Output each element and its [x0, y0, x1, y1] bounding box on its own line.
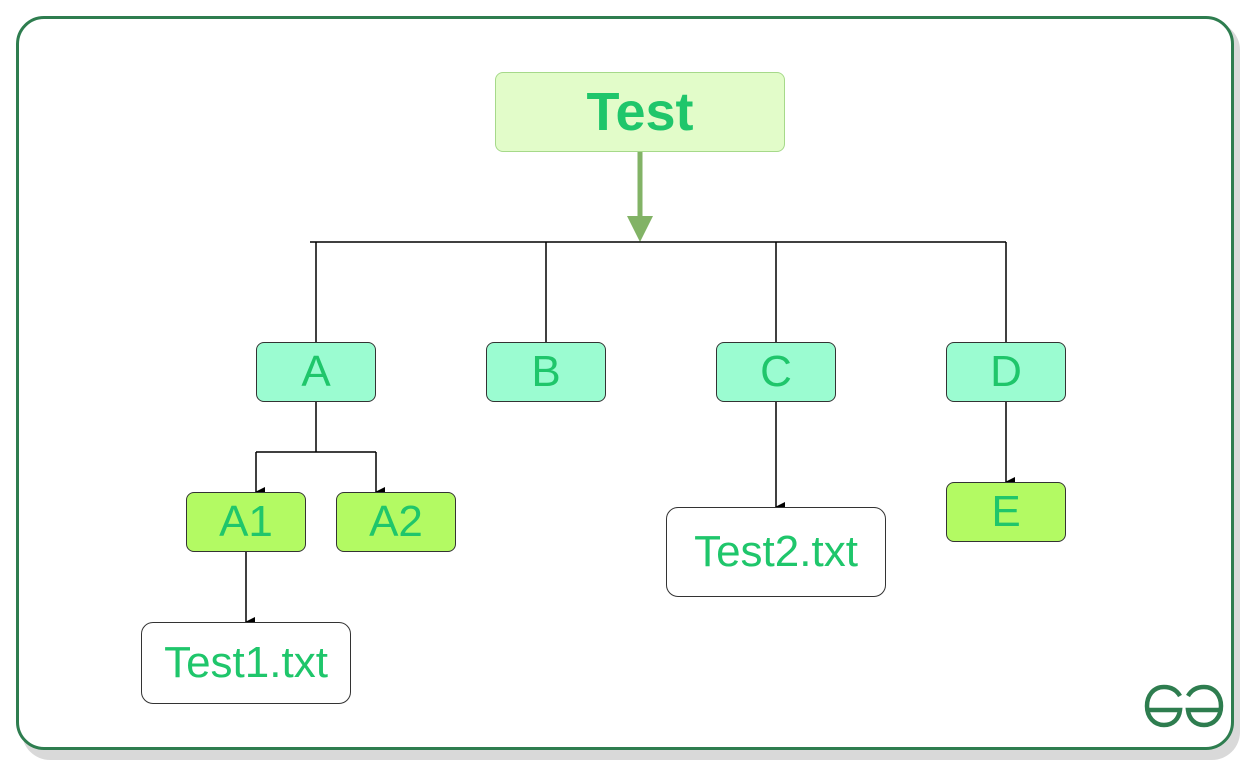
file-test2: Test2.txt [666, 507, 886, 597]
file-test1: Test1.txt [141, 622, 351, 704]
node-e: E [946, 482, 1066, 542]
gfg-logo-icon [1144, 684, 1224, 728]
root-arrow-head [627, 216, 653, 242]
node-d-label: D [990, 347, 1022, 396]
node-c-label: C [760, 347, 792, 396]
node-c: C [716, 342, 836, 402]
node-a2: A2 [336, 492, 456, 552]
node-d: D [946, 342, 1066, 402]
node-b-label: B [531, 347, 561, 396]
node-e-label: E [991, 487, 1021, 536]
node-a: A [256, 342, 376, 402]
root-node-label: Test [586, 82, 694, 142]
node-a-label: A [301, 347, 331, 396]
file-test2-label: Test2.txt [694, 527, 858, 576]
node-a1-label: A1 [219, 497, 273, 546]
node-a1: A1 [186, 492, 306, 552]
node-a2-label: A2 [369, 497, 423, 546]
root-node: Test [495, 72, 785, 152]
node-b: B [486, 342, 606, 402]
file-test1-label: Test1.txt [164, 638, 328, 687]
